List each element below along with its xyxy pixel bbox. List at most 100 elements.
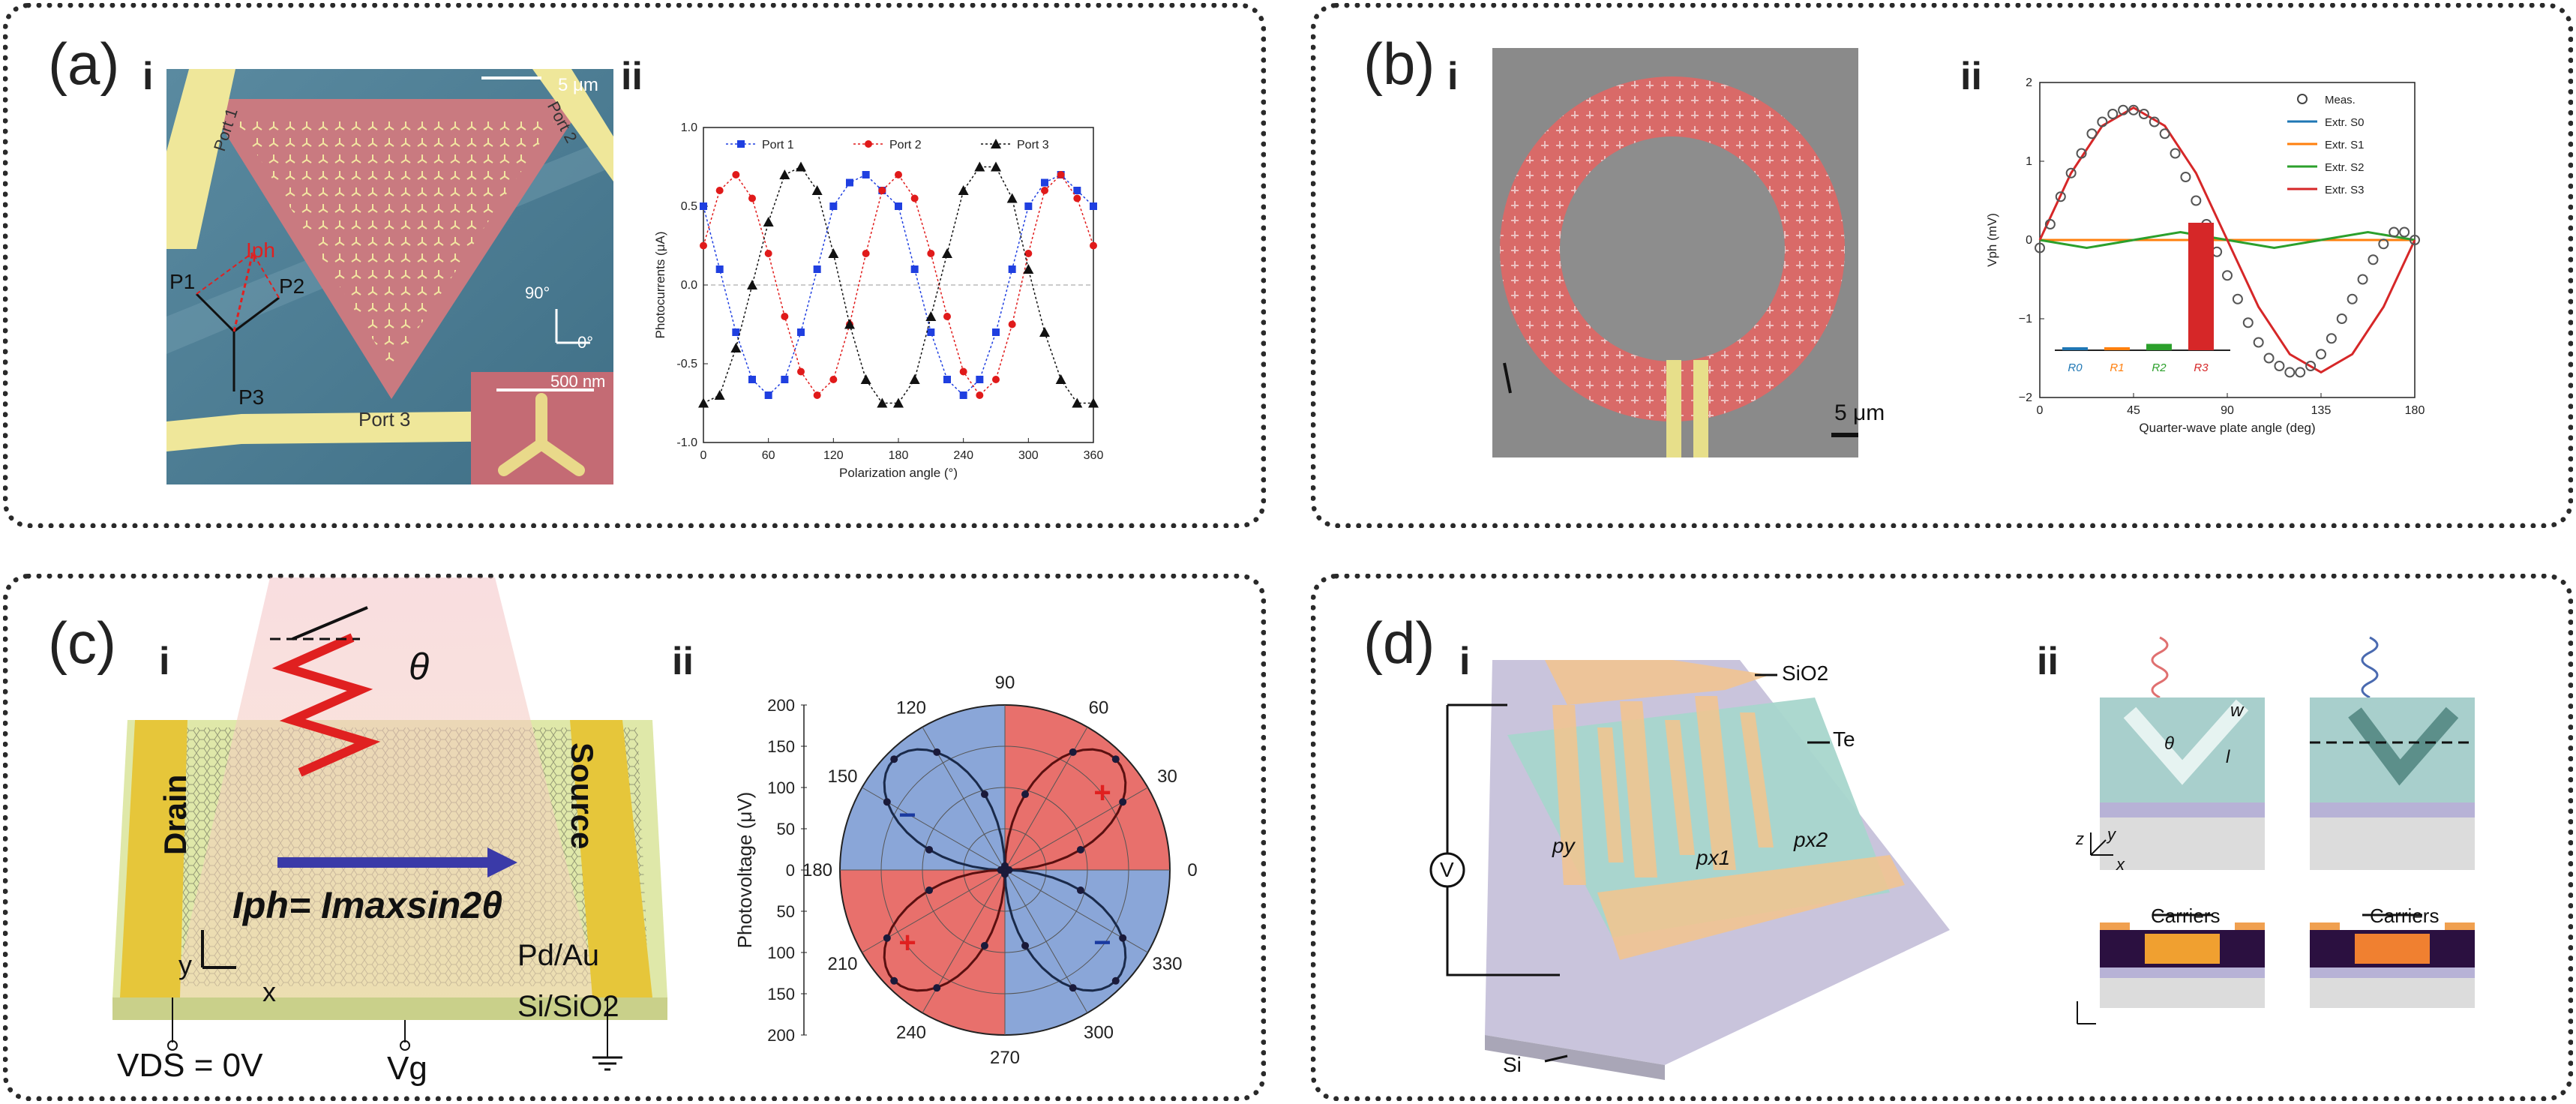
chart-a-point — [943, 376, 951, 383]
panel-a-frame — [3, 3, 1266, 528]
chart-a-point — [1041, 178, 1048, 187]
chart-b-meas-point — [2118, 104, 2129, 116]
chart-b-meas-point — [2149, 116, 2160, 128]
chart-c-point — [1069, 984, 1077, 992]
ring-electrode-left — [1666, 360, 1681, 458]
chart-b-inset-label: R2 — [2152, 362, 2167, 374]
chart-c-radial-tick-label: 50 — [777, 902, 795, 921]
chart-c-point — [980, 941, 988, 950]
axis-x-label-d: x — [2116, 855, 2125, 874]
chart-a-legend-label: Port 2 — [889, 139, 922, 152]
axis-z-label: z — [2076, 830, 2084, 848]
chart-b-meas-point — [2316, 349, 2326, 360]
polarization-vectors — [195, 252, 590, 392]
helix-red — [2151, 636, 2169, 699]
chart-b-inset-label: R1 — [2110, 362, 2124, 374]
chart-a-ytick-label: 0.0 — [681, 279, 697, 292]
chart-a-legend-marker — [737, 140, 745, 148]
chart-a-point — [927, 250, 935, 257]
chart-b-meas-point — [2086, 128, 2098, 140]
chart-a-point — [1008, 266, 1016, 273]
chart-a-point — [828, 248, 839, 258]
chart-c-angle-label: 240 — [896, 1023, 926, 1043]
chart-b-meas-point — [2107, 109, 2119, 119]
pd-au-label: Pd/Au — [517, 939, 599, 972]
py-label: py — [1552, 834, 1575, 857]
panel-d-label: (d) — [1363, 610, 1435, 676]
p2-label: P2 — [279, 274, 305, 298]
chart-a-point — [700, 202, 707, 210]
chart-a-point — [927, 328, 935, 336]
iph-label: Iph — [246, 238, 275, 262]
chart-c-point — [1111, 976, 1120, 985]
chart-b-meas-point — [2044, 219, 2056, 230]
chart-b-inset-bar — [2188, 223, 2214, 350]
chart-a-point — [862, 171, 870, 178]
chart-a-point — [942, 248, 952, 258]
chart-b-meas-point — [2357, 274, 2368, 285]
chart-c-radial-tick-label: 50 — [777, 820, 795, 838]
chart-a-point — [959, 368, 967, 376]
chart-b-xtick-label: 180 — [2405, 404, 2425, 417]
chart-c-quadrant — [840, 870, 1005, 1035]
l-label: l — [2226, 747, 2230, 767]
chart-a-point — [943, 313, 951, 320]
chart-a-point — [732, 171, 740, 178]
chart-a-point — [764, 250, 772, 257]
chart-b-inset-bar — [2146, 344, 2172, 350]
chart-b-meas-point — [2222, 270, 2233, 281]
chart-b-meas-point — [2410, 235, 2420, 245]
chart-a-point — [748, 376, 756, 383]
chart-c-point — [883, 934, 891, 942]
chart-c-angle-label: 150 — [827, 766, 857, 787]
chart-c-point — [883, 798, 891, 806]
chart-b-xlabel: Quarter-wave plate angle (deg) — [2139, 421, 2315, 435]
chart-b-legend-label: Extr. S0 — [2325, 116, 2365, 129]
w-label: w — [2230, 700, 2244, 721]
chart-b-meas-point — [2399, 226, 2410, 238]
chart-a-point — [992, 328, 1000, 336]
chart-c-angle-label: 180 — [802, 860, 832, 880]
drain-label: Drain — [157, 774, 193, 855]
panel-d-sub-i: i — [1459, 640, 1471, 683]
chart-b-inset-label: R3 — [2194, 362, 2209, 374]
comb-electrode-top — [1545, 660, 1770, 705]
chart-a-point — [1090, 202, 1097, 210]
chart-a-point — [844, 319, 855, 329]
chart-a-xtick-label: 300 — [1018, 449, 1039, 462]
chart-a-point — [797, 328, 805, 336]
chart-b-xtick-label: 90 — [2221, 404, 2234, 417]
chart-c-radial-tick-label: 200 — [767, 696, 795, 715]
chart-a-xtick-label: 180 — [889, 449, 909, 462]
chart-a-point — [878, 187, 886, 194]
chart-a-point — [714, 390, 725, 400]
port-3-label: Port 3 — [358, 408, 411, 430]
chart-a-point — [781, 376, 789, 383]
chart-b-meas-point — [2076, 148, 2087, 159]
chart-c-point — [1069, 748, 1077, 756]
chart-a-point — [860, 374, 871, 384]
chart-c-point — [1021, 941, 1030, 950]
source-electrode — [570, 720, 652, 998]
chart-a-point — [1072, 398, 1083, 408]
chart-b-meas-point — [2055, 191, 2066, 202]
chart-c-quadrant — [840, 705, 1005, 870]
chart-c-point — [1111, 755, 1120, 764]
ring-scale-bar-label: 5 μm — [1834, 400, 1885, 425]
chart-a-point — [910, 266, 919, 273]
drain-electrode — [120, 720, 187, 998]
panel-a-sub-ii: ii — [621, 55, 643, 98]
comb-electrode-bottom — [1597, 855, 1905, 960]
chart-b-legend-marker — [2297, 94, 2308, 104]
panel-a-label: (a) — [48, 31, 120, 97]
chart-c-radial-tick-label: 150 — [767, 737, 795, 756]
chart-a-point — [747, 280, 757, 290]
panel-c-label: (c) — [48, 610, 116, 676]
graphene-device-schematic — [112, 578, 667, 1095]
chart-b-meas-point — [2368, 254, 2379, 266]
chart-a-point — [910, 194, 919, 202]
chart-c-quadrant — [1005, 705, 1170, 870]
chart-a-point — [1057, 171, 1065, 178]
chart-a-point — [829, 376, 838, 383]
